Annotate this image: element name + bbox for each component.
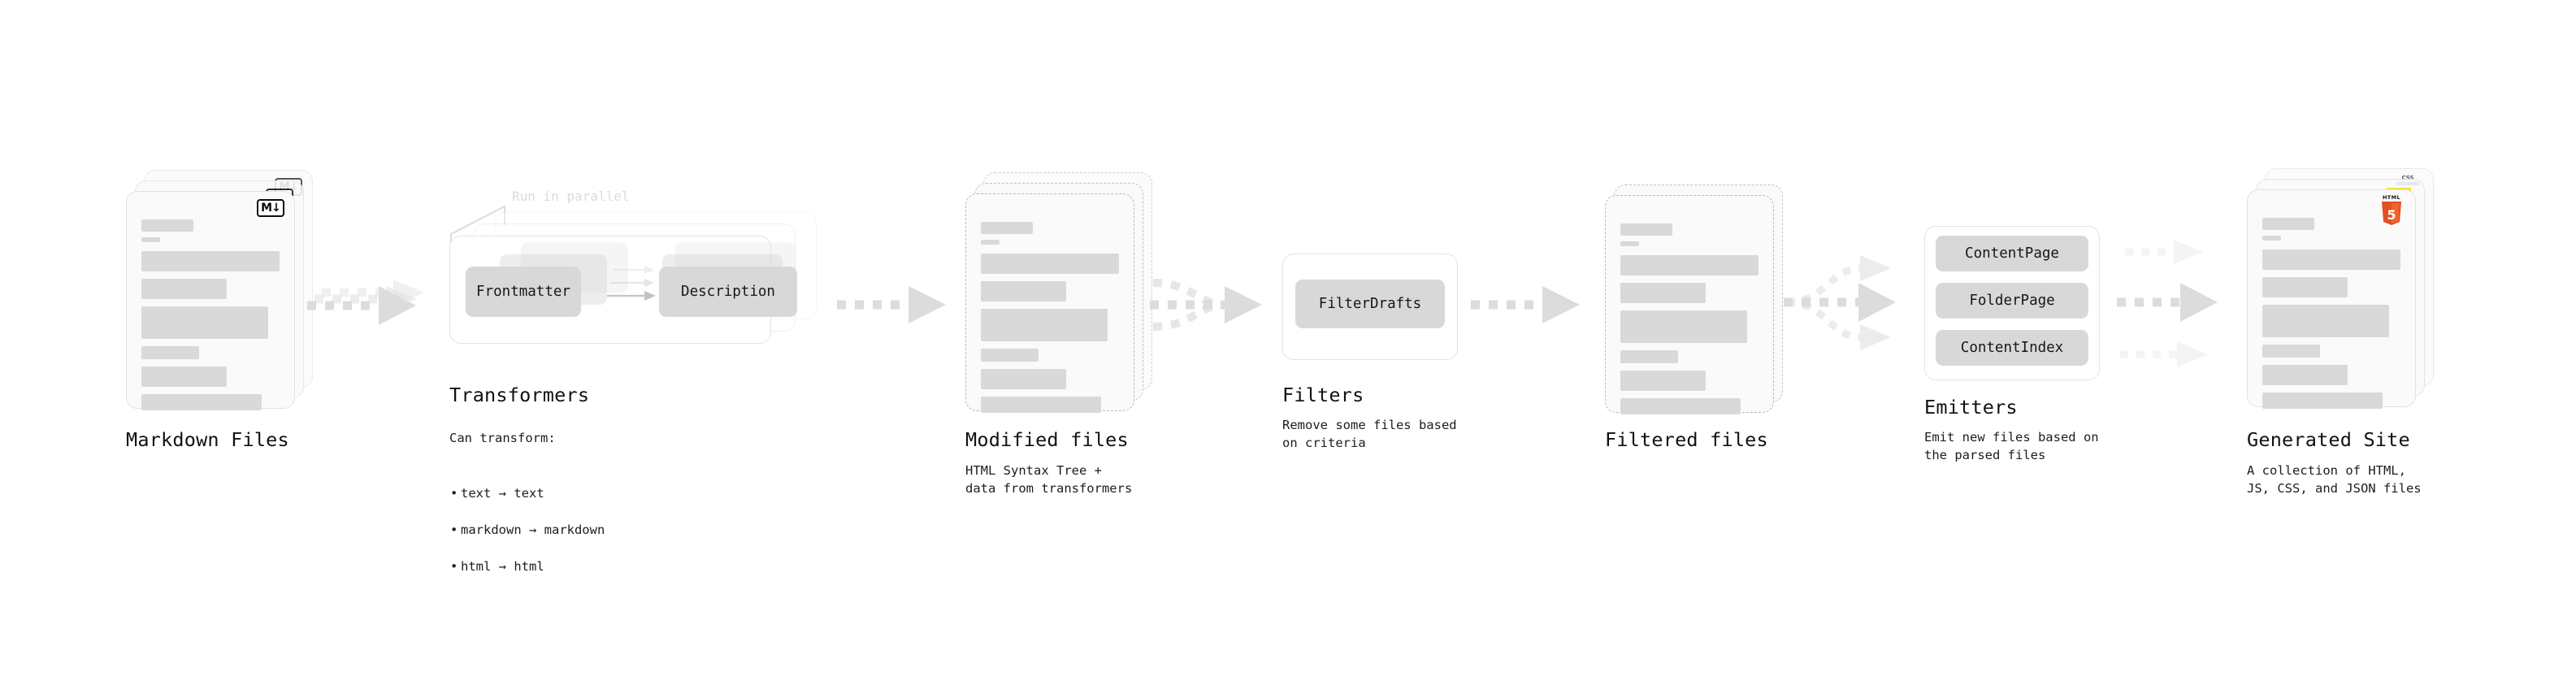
html5-badge-label: HTML xyxy=(2382,194,2401,201)
modified-doc-stack xyxy=(965,172,1152,421)
skeleton-bar xyxy=(981,309,1108,341)
generated-site-description: A collection of HTML, JS, CSS, and JSON … xyxy=(2247,463,2422,497)
doc-skeleton xyxy=(981,222,1119,419)
emitters-description: Emit new files based on the parsed files xyxy=(1924,430,2099,463)
skeleton-bar xyxy=(1620,223,1672,236)
transformer-chip-description[interactable]: Description xyxy=(659,267,797,317)
run-in-parallel-label: Run in parallel xyxy=(512,189,630,204)
html5-badge: HTML 5 xyxy=(2379,194,2404,225)
skeleton-bar xyxy=(1620,398,1741,414)
skeleton-bar xyxy=(141,306,269,339)
skeleton-bar xyxy=(2262,305,2390,337)
site-doc-html: HTML 5 xyxy=(2247,189,2416,409)
emitter-chip-folderpage[interactable]: FolderPage xyxy=(1936,283,2088,319)
caption-emitters: Emitters xyxy=(1924,396,2018,419)
doc-skeleton xyxy=(2262,218,2400,414)
transformers-description-heading: Can transform: xyxy=(449,431,556,446)
filters-description: Remove some files based on criteria xyxy=(1282,418,1457,451)
filtered-doc-front xyxy=(1605,195,1774,414)
skeleton-bar xyxy=(1620,241,1639,246)
transformer-chip-frontmatter[interactable]: Frontmatter xyxy=(466,267,581,317)
skeleton-bar xyxy=(2262,277,2348,297)
transformers-description: Can transform: text → text markdown → ma… xyxy=(449,411,605,612)
skeleton-bar xyxy=(1620,310,1748,343)
skeleton-bar xyxy=(981,349,1039,362)
transformers-bullet: html → html xyxy=(450,557,605,576)
skeleton-bar xyxy=(2262,236,2281,241)
caption-markdown-files: Markdown Files xyxy=(126,428,289,451)
stage-markdown-files: M↓ M↓ M↓ xyxy=(126,170,313,419)
caption-transformers: Transformers xyxy=(449,384,590,406)
skeleton-bar xyxy=(1620,283,1706,303)
transformers-bullet: markdown → markdown xyxy=(450,521,605,540)
skeleton-bar xyxy=(141,367,228,387)
skeleton-bar xyxy=(1620,255,1759,275)
modified-files-description: HTML Syntax Tree + data from transformer… xyxy=(965,463,1133,497)
doc-skeleton xyxy=(141,219,280,416)
skeleton-bar xyxy=(981,222,1033,234)
caption-filters: Filters xyxy=(1282,384,1364,406)
stage-filtered-files xyxy=(1605,184,1792,423)
skeleton-bar xyxy=(2262,218,2314,230)
skeleton-bar xyxy=(2262,249,2400,270)
html5-shield-icon: 5 xyxy=(2382,201,2401,225)
emitter-chip-contentindex[interactable]: ContentIndex xyxy=(1936,330,2088,366)
svg-text:5: 5 xyxy=(2387,207,2396,223)
skeleton-bar xyxy=(2262,365,2348,385)
skeleton-bar xyxy=(981,281,1067,301)
modified-doc-front xyxy=(965,193,1134,413)
skeleton-bar xyxy=(1620,350,1679,363)
skeleton-bar xyxy=(981,397,1101,413)
site-doc-stack: CSS HTML 5 xyxy=(2247,168,2442,425)
skeleton-bar xyxy=(141,346,200,359)
arrow-modified-to-filters xyxy=(1150,279,1262,331)
arrow-emitters-to-site xyxy=(2117,240,2218,367)
skeleton-bar xyxy=(141,279,228,299)
skeleton-bar xyxy=(981,240,1000,245)
skeleton-bar xyxy=(981,369,1067,389)
stage-transformers: Run in parallel Frontmatte xyxy=(449,189,831,366)
filter-chip-filterdrafts[interactable]: FilterDrafts xyxy=(1295,280,1445,328)
doc-skeleton xyxy=(1620,223,1759,420)
transformer-inner-arrows xyxy=(607,266,656,301)
markdown-doc-stack: M↓ M↓ M↓ xyxy=(126,170,313,419)
emitter-chip-contentpage[interactable]: ContentPage xyxy=(1936,236,2088,271)
stage-generated-site: CSS HTML 5 xyxy=(2247,168,2442,425)
transformers-bullet: text → text xyxy=(450,484,605,503)
caption-modified-files: Modified files xyxy=(965,428,1129,451)
markdown-badge: M↓ xyxy=(257,199,284,217)
arrow-filtered-to-emitters xyxy=(1784,255,1896,350)
filtered-doc-stack xyxy=(1605,184,1792,423)
markdown-doc-front: M↓ xyxy=(126,191,295,410)
skeleton-bar xyxy=(2262,345,2321,358)
caption-filtered-files: Filtered files xyxy=(1605,428,1768,451)
stage-modified-files xyxy=(965,172,1152,421)
arrow-filters-to-filtered xyxy=(1471,286,1580,323)
skeleton-bar xyxy=(141,237,160,242)
skeleton-bar xyxy=(981,254,1119,274)
arrow-markdown-to-transformers xyxy=(307,280,424,325)
caption-generated-site: Generated Site xyxy=(2247,428,2410,451)
skeleton-bar xyxy=(141,219,193,232)
arrow-transformers-to-modified xyxy=(837,286,946,323)
skeleton-bar xyxy=(1620,371,1706,391)
skeleton-bar xyxy=(141,251,280,271)
skeleton-bar xyxy=(141,394,262,410)
css-badge-label: CSS xyxy=(2401,175,2414,181)
skeleton-bar xyxy=(2262,393,2383,409)
transformers-bullets: text → text markdown → markdown html → h… xyxy=(449,466,605,593)
